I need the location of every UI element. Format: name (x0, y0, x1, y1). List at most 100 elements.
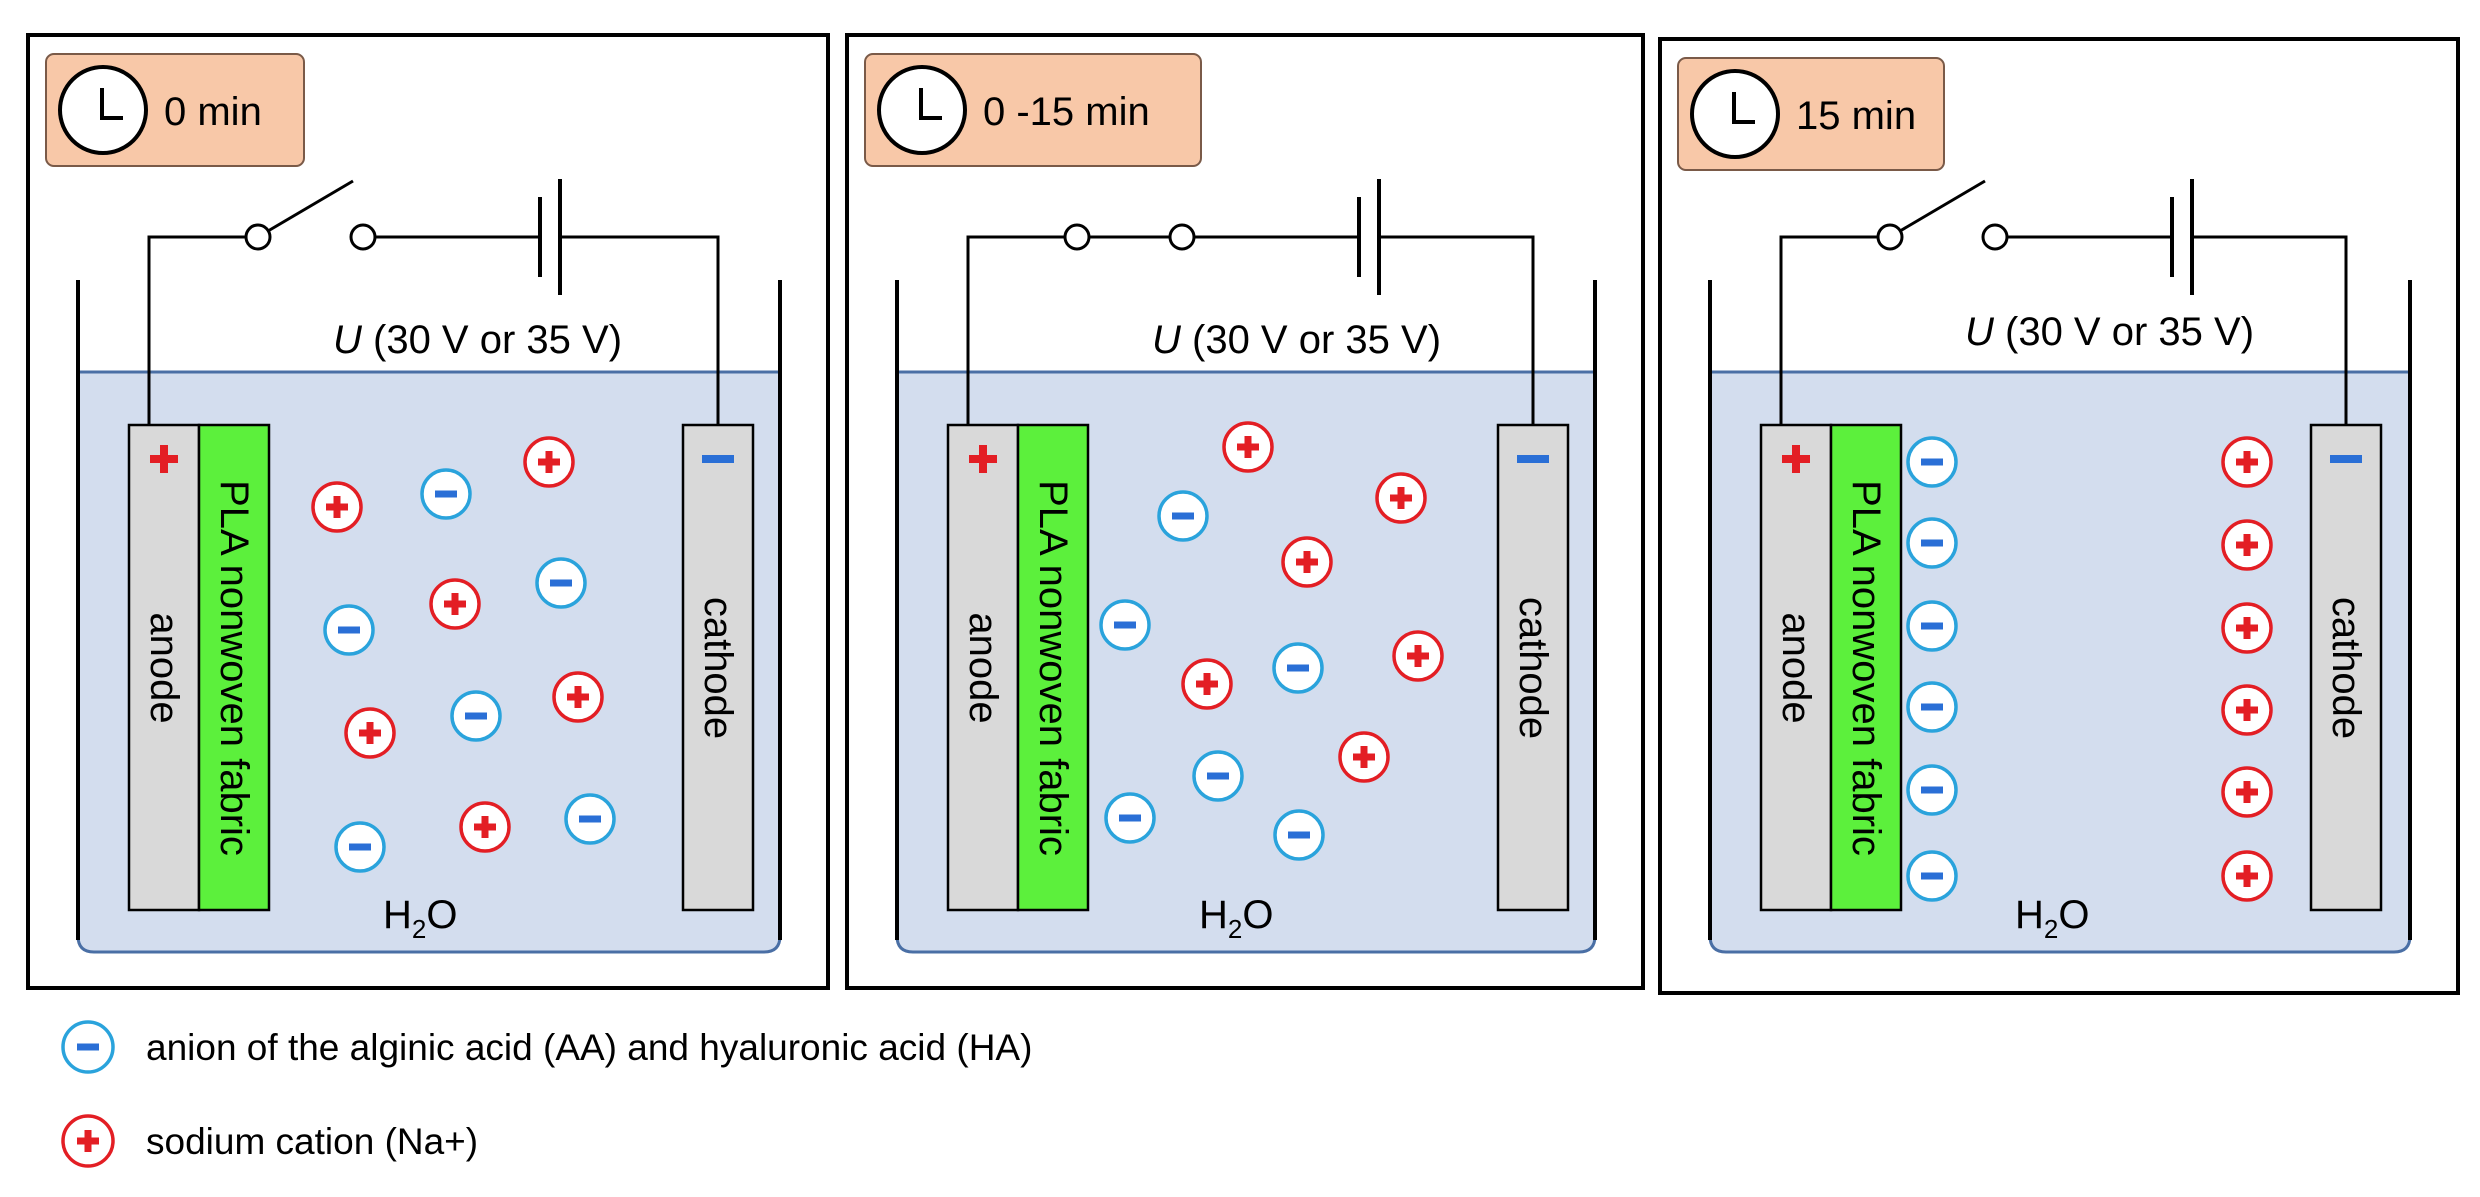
cation-icon (2221, 766, 2273, 818)
anion-icon (1192, 750, 1244, 802)
anode-plus-sign (1782, 445, 1810, 473)
anode (946, 423, 1020, 912)
cation-icon (2221, 602, 2273, 654)
cation-icon (2221, 850, 2273, 902)
legend-item: sodium cation (Na+) (61, 1114, 478, 1168)
cation-icon (1392, 630, 1444, 682)
wire-anode (966, 235, 1065, 425)
anion-icon (61, 1020, 115, 1074)
legend-item: anion of the alginic acid (AA) and hyalu… (61, 1020, 1032, 1074)
cation-icon (344, 707, 396, 759)
anion-icon (535, 557, 587, 609)
switch-terminal (244, 223, 272, 251)
cation-icon (2221, 436, 2273, 488)
panel-2: 0 -15 min anode PLA nonwoven fabric cathode… (845, 33, 1645, 990)
anode (127, 423, 201, 912)
cathode (1496, 423, 1570, 912)
time-label: 15 min (1796, 94, 1916, 138)
fabric-label: PLA nonwoven fabric (1844, 480, 1888, 856)
fabric-label: PLA nonwoven fabric (212, 480, 256, 856)
panel-1: 0 min anode PLA nonwoven fabric cathode U (3… (26, 33, 830, 990)
anion-icon (334, 821, 386, 873)
cathode-minus-sign (2330, 455, 2362, 463)
switch-terminal (1168, 223, 1196, 251)
clock-icon (58, 65, 148, 155)
anion-icon (1906, 600, 1958, 652)
cathode-minus-sign (702, 455, 734, 463)
clock-icon (877, 65, 967, 155)
wire-cathode (560, 235, 720, 425)
anode-plus-sign (969, 445, 997, 473)
legend-label: sodium cation (Na+) (146, 1121, 478, 1162)
anion-icon (1906, 436, 1958, 488)
time-badge: 15 min (1677, 57, 1945, 171)
cathode (681, 423, 755, 912)
anion-icon (1906, 681, 1958, 733)
cation-icon (1338, 731, 1390, 783)
anion-icon (323, 604, 375, 656)
anion-icon (1104, 792, 1156, 844)
cation-icon (2221, 684, 2273, 736)
cathode-label: cathode (696, 597, 740, 739)
anode-plus-sign (150, 445, 178, 473)
legend-label: anion of the alginic acid (AA) and hyalu… (146, 1027, 1032, 1068)
anion-icon (1272, 642, 1324, 694)
anion-icon (1906, 850, 1958, 902)
cation-icon (311, 481, 363, 533)
cation-icon (552, 671, 604, 723)
cation-icon (1281, 536, 1333, 588)
pla-fabric (197, 423, 271, 912)
clock-icon (1690, 69, 1780, 159)
water-label: H2O (1199, 893, 1273, 944)
anion-icon (1099, 599, 1151, 651)
panel-3: 15 min anode PLA nonwoven fabric cathode U (… (1658, 37, 2460, 995)
cation-icon (1375, 472, 1427, 524)
cathode (2309, 423, 2383, 912)
voltage-label: U (30 V or 35 V) (1965, 310, 2254, 354)
time-badge: 0 -15 min (864, 53, 1202, 167)
legend: anion of the alginic acid (AA) and hyalu… (61, 1020, 1032, 1168)
cathode-label: cathode (1511, 597, 1555, 739)
anion-icon (1906, 517, 1958, 569)
anode-label: anode (961, 612, 1005, 723)
anion-icon (1157, 490, 1209, 542)
water-label: H2O (2015, 893, 2089, 944)
time-label: 0 -15 min (983, 90, 1150, 134)
time-badge: 0 min (45, 53, 305, 167)
cathode-label: cathode (2324, 597, 2368, 739)
pla-fabric (1016, 423, 1090, 912)
water-label: H2O (383, 893, 457, 944)
cation-icon (1222, 421, 1274, 473)
anode-label: anode (1774, 612, 1818, 723)
switch-terminal (1063, 223, 1091, 251)
switch-terminal (1981, 223, 2009, 251)
anion-icon (1906, 764, 1958, 816)
fabric-label: PLA nonwoven fabric (1031, 480, 1075, 856)
cation-icon (1181, 658, 1233, 710)
anion-icon (1273, 809, 1325, 861)
anion-icon (420, 468, 472, 520)
voltage-label: U (30 V or 35 V) (333, 318, 622, 362)
switch-terminal (1876, 223, 1904, 251)
wire-cathode (1379, 235, 1535, 425)
anode (1759, 423, 1833, 912)
time-label: 0 min (164, 90, 262, 134)
switch-terminal (349, 223, 377, 251)
anion-icon (564, 793, 616, 845)
cation-icon (2221, 519, 2273, 571)
switch-lever (267, 179, 354, 233)
wire-cathode (2192, 235, 2348, 425)
wire-anode (1779, 235, 1878, 425)
cation-icon (61, 1114, 115, 1168)
pla-fabric (1829, 423, 1903, 912)
cation-icon (459, 801, 511, 853)
voltage-label: U (30 V or 35 V) (1152, 318, 1441, 362)
anion-icon (450, 690, 502, 742)
cathode-minus-sign (1517, 455, 1549, 463)
anode-label: anode (142, 612, 186, 723)
wire-anode (147, 235, 246, 425)
cation-icon (523, 436, 575, 488)
cation-icon (429, 578, 481, 630)
switch-lever (1899, 179, 1986, 233)
